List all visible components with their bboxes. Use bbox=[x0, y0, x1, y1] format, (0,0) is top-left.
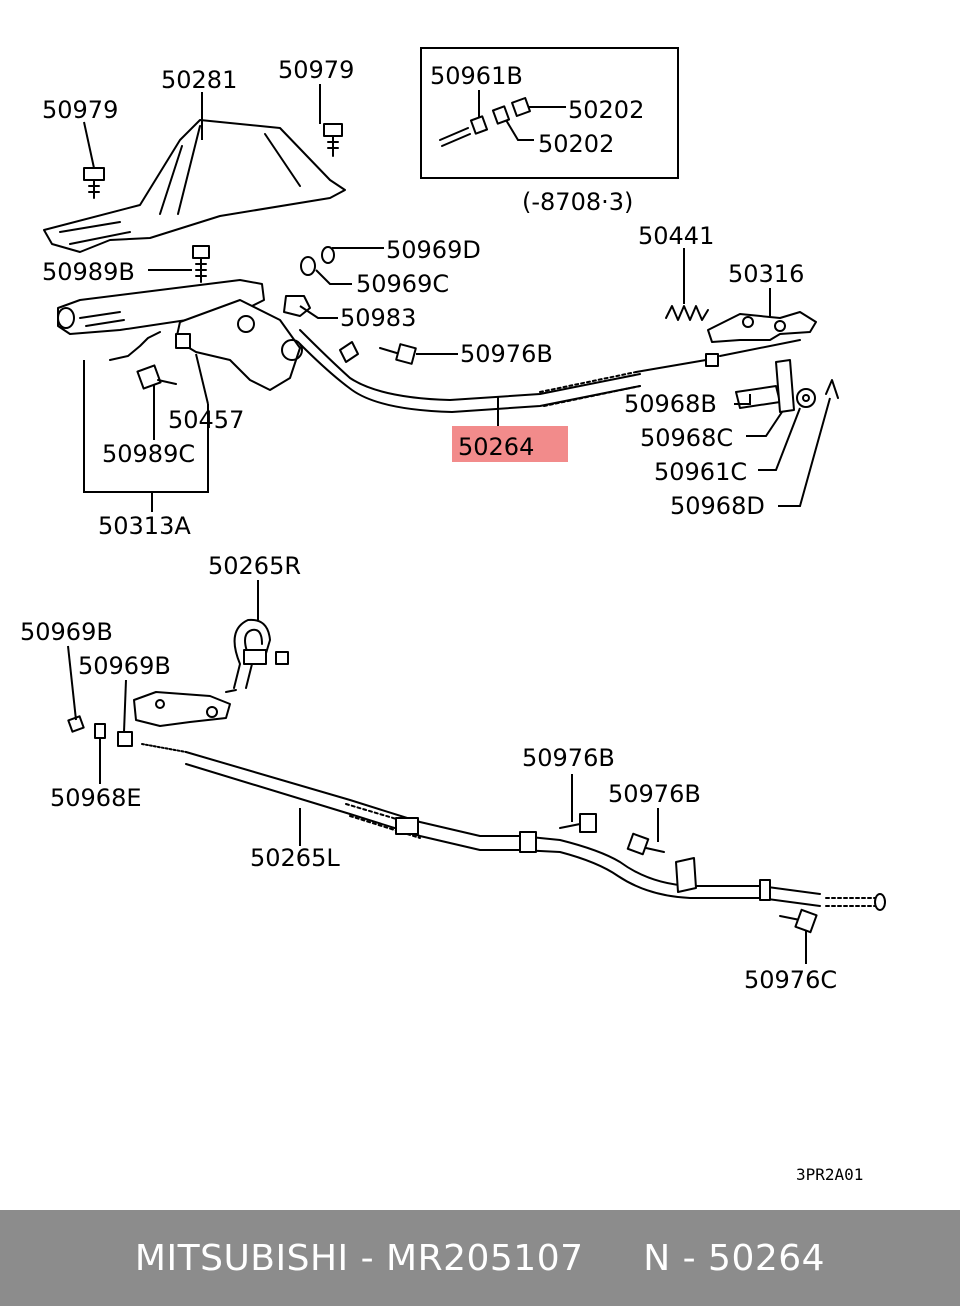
label-50989C: 50989C bbox=[102, 440, 195, 468]
label-50969C: 50969C bbox=[356, 270, 449, 298]
lever-body bbox=[57, 279, 303, 391]
label-50969D: 50969D bbox=[386, 236, 481, 264]
bolt-50976B-rear-a bbox=[559, 813, 597, 833]
lever-cover bbox=[43, 119, 346, 253]
leader-lines bbox=[67, 84, 831, 964]
nuts-50969B bbox=[67, 715, 133, 747]
bracket-rear bbox=[133, 691, 231, 727]
label-50989B: 50989B bbox=[42, 258, 135, 286]
inset-date-note: (-8708·3) bbox=[522, 188, 633, 216]
label-50976B-rear-b: 50976B bbox=[608, 780, 701, 808]
bolt-50976B-front bbox=[379, 343, 417, 365]
label-50976B-rear-a: 50976B bbox=[522, 744, 615, 772]
bolt-50989C bbox=[136, 364, 177, 390]
footer-part-info: MITSUBISHI - MR205107 N - 50264 bbox=[134, 1237, 826, 1279]
bolt-50979-left bbox=[83, 167, 105, 199]
label-50968C: 50968C bbox=[640, 424, 733, 452]
label-50969B-upper: 50969B bbox=[20, 618, 113, 646]
clip-50968D bbox=[825, 379, 839, 399]
label-50969B-lower: 50969B bbox=[78, 652, 171, 680]
label-50313A: 50313A bbox=[98, 512, 191, 540]
rear-cable-50265L bbox=[141, 743, 886, 911]
part-highlight bbox=[452, 426, 568, 462]
label-50961C: 50961C bbox=[654, 458, 747, 486]
label-50968D: 50968D bbox=[670, 492, 765, 520]
inset-box bbox=[420, 47, 679, 179]
label-50979-left: 50979 bbox=[42, 96, 118, 124]
clip-50968E bbox=[94, 723, 106, 739]
bolt-50976B-rear-b bbox=[626, 832, 665, 856]
label-50979-right: 50979 bbox=[278, 56, 354, 84]
label-50202-lower: 50202 bbox=[538, 130, 614, 158]
label-50265R: 50265R bbox=[208, 552, 301, 580]
switch-50457 bbox=[109, 331, 191, 361]
part-labels: 50281 50979 50979 50961B 50202 50202 (-8… bbox=[20, 56, 863, 1184]
label-50976B-front: 50976B bbox=[460, 340, 553, 368]
label-50961B: 50961B bbox=[430, 62, 523, 90]
bolt-50976C bbox=[779, 908, 818, 934]
label-50281: 50281 bbox=[161, 66, 237, 94]
label-50264: 50264 bbox=[458, 433, 534, 461]
label-50441: 50441 bbox=[638, 222, 714, 250]
label-50265L: 50265L bbox=[250, 844, 340, 872]
label-50983: 50983 bbox=[340, 304, 416, 332]
diagram-code: 3PR2A01 bbox=[796, 1165, 863, 1184]
front-cable-50264 bbox=[299, 329, 719, 413]
inset-parts bbox=[439, 90, 566, 147]
label-50968E: 50968E bbox=[50, 784, 142, 812]
rear-cable-50265R bbox=[225, 618, 289, 693]
label-50457: 50457 bbox=[168, 406, 244, 434]
spring-50441 bbox=[665, 305, 709, 321]
parts-diagram: 50281 50979 50979 50961B 50202 50202 (-8… bbox=[20, 47, 886, 1184]
washer-50961C bbox=[796, 388, 816, 408]
bolt-50979-right bbox=[323, 123, 343, 157]
bolt-50989B bbox=[192, 245, 210, 283]
nuts-50969 bbox=[283, 246, 335, 317]
footer-bar: MITSUBISHI - MR205107 N - 50264 bbox=[0, 1210, 960, 1306]
pin-50968B bbox=[735, 359, 795, 413]
label-50968B: 50968B bbox=[624, 390, 717, 418]
label-50976C: 50976C bbox=[744, 966, 837, 994]
label-50316: 50316 bbox=[728, 260, 804, 288]
equalizer-50316 bbox=[707, 311, 817, 357]
label-50202-upper: 50202 bbox=[568, 96, 644, 124]
